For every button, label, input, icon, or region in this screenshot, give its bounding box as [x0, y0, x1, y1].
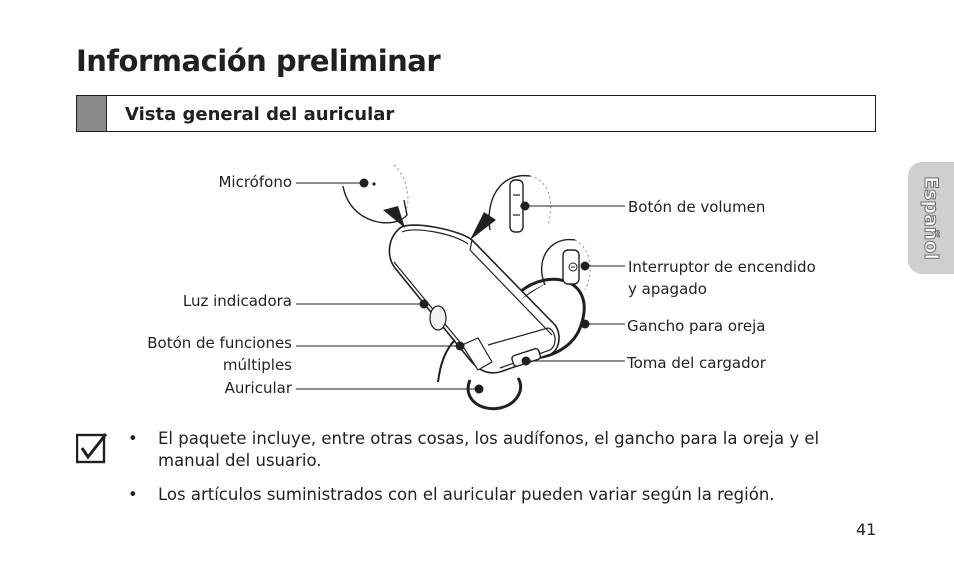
page-title: Información preliminar [76, 44, 441, 78]
label-multifunction-button: Botón de funciones múltiples [147, 334, 292, 374]
note-text: Los artículos suministrados con el auric… [158, 485, 775, 504]
label-charger-jack: Toma del cargador [627, 354, 766, 372]
microphone-point [359, 178, 369, 188]
bullet-icon: • [128, 429, 138, 448]
note-text: El paquete incluye, entre otras cosas, l… [158, 429, 820, 470]
list-item: • Los artículos suministrados con el aur… [128, 484, 868, 506]
power-callout [520, 238, 591, 300]
label-ear-hook: Gancho para oreja [627, 317, 766, 335]
ear-hook-point [580, 319, 590, 329]
volume-point [520, 201, 530, 211]
notes-list: • El paquete incluye, entre otras cosas,… [128, 428, 868, 518]
section-title: Vista general del auricular [125, 104, 395, 125]
power-point [580, 261, 590, 271]
headset-body [388, 224, 560, 374]
page-number: 41 [856, 520, 877, 539]
earpiece-point [474, 384, 484, 394]
label-volume-button: Botón de volumen [628, 198, 766, 216]
microphone-callout [342, 164, 409, 228]
label-power-switch: Interruptor de encendido y apagado [628, 258, 816, 298]
multifunction-point [455, 341, 465, 351]
label-indicator-light: Luz indicadora [182, 292, 292, 310]
charger-point [521, 356, 531, 366]
label-earpiece: Auricular [224, 379, 292, 397]
list-item: • El paquete incluye, entre otras cosas,… [128, 428, 868, 472]
section-marker [77, 96, 107, 131]
earpiece-strap [437, 339, 456, 383]
section-header: Vista general del auricular [76, 95, 876, 132]
checkbox-check-icon [76, 433, 108, 464]
language-tab: Español [908, 162, 954, 274]
bullet-icon: • [128, 485, 138, 504]
ear-tip-shape [466, 377, 523, 411]
indicator-point [419, 299, 429, 309]
label-microphone: Micrófono [218, 173, 292, 191]
volume-callout [470, 175, 552, 240]
